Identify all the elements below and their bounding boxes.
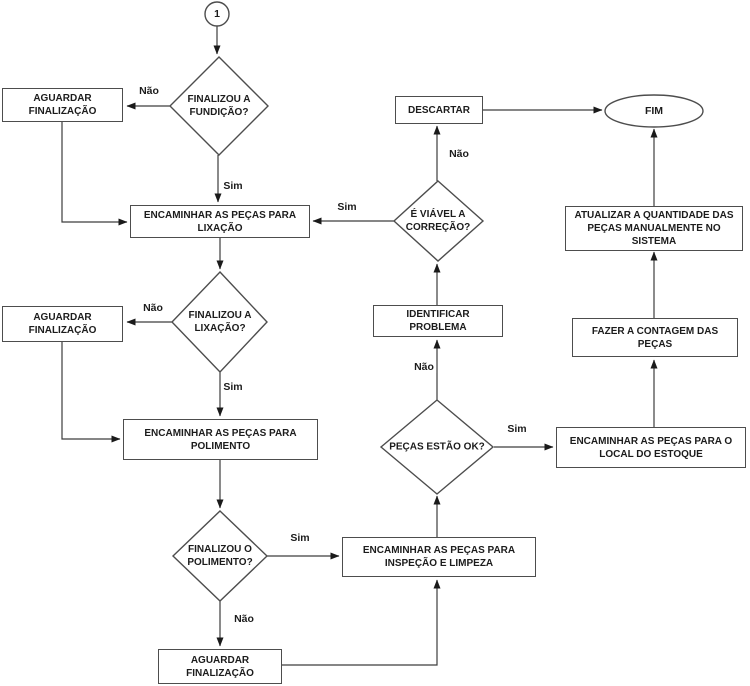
edge-label-polimento-nao: Não (232, 613, 256, 625)
edge-wait2-to-polimento (61, 342, 121, 443)
process-label-atualizar: ATUALIZAR A QUANTIDADE DAS PEÇAS MANUALM… (574, 210, 734, 247)
process-box-wait-2: AGUARDAR FINALIZAÇÃO (2, 306, 123, 342)
decision-correcao-label: É VIÁVEL A CORREÇÃO? (405, 209, 471, 233)
end-terminal-label: FIM (644, 105, 664, 117)
process-box-wait-1: AGUARDAR FINALIZAÇÃO (2, 88, 123, 122)
process-box-inspecao: ENCAMINHAR AS PEÇAS PARA INSPEÇÃO E LIMP… (342, 537, 536, 577)
start-label: 1 (214, 8, 220, 20)
process-box-lixacao: ENCAMINHAR AS PEÇAS PARA LIXAÇÃO (130, 205, 310, 238)
edge-label-fundicao-sim: Sim (221, 180, 245, 192)
decision-lixacao-label: FINALIZOU A LIXAÇÃO? (188, 310, 252, 334)
end-terminal-shape (604, 94, 704, 128)
edge-wait1-to-lixacao (61, 122, 128, 226)
edge-wait3-to-inspecao (282, 579, 441, 666)
process-box-polimento: ENCAMINHAR AS PEÇAS PARA POLIMENTO (123, 419, 318, 460)
process-box-contagem: FAZER A CONTAGEM DAS PEÇAS (572, 318, 738, 357)
decision-correcao-shape (392, 180, 485, 262)
decision-polimento-shape (171, 510, 269, 602)
edge-label-pecas-ok-sim: Sim (505, 423, 529, 435)
decision-fundicao-shape (169, 56, 269, 156)
edge-label-lixacao-sim: Sim (221, 381, 245, 393)
process-label-identificar: IDENTIFICAR PROBLEMA (406, 309, 470, 333)
process-label-wait-3: AGUARDAR FINALIZAÇÃO (186, 654, 254, 679)
process-label-lixacao: ENCAMINHAR AS PEÇAS PARA LIXAÇÃO (143, 209, 297, 234)
edge-label-correcao-nao: Não (447, 148, 471, 160)
edge-label-fundicao-nao: Não (137, 85, 161, 97)
process-label-wait-2: AGUARDAR FINALIZAÇÃO (28, 312, 97, 336)
decision-lixacao-shape (171, 270, 268, 374)
edge-label-pecas-ok-nao: Não (412, 361, 436, 373)
decision-fundicao-label: FINALIZOU A FUNDIÇÃO? (187, 94, 251, 118)
process-label-inspecao: ENCAMINHAR AS PEÇAS PARA INSPEÇÃO E LIMP… (362, 545, 516, 569)
process-label-contagem: FAZER A CONTAGEM DAS PEÇAS (591, 325, 719, 350)
process-box-estoque: ENCAMINHAR AS PEÇAS PARA O LOCAL DO ESTO… (556, 427, 746, 468)
process-label-estoque: ENCAMINHAR AS PEÇAS PARA O LOCAL DO ESTO… (569, 435, 733, 460)
decision-pecas-ok-label: PEÇAS ESTÃO OK? (389, 441, 485, 453)
process-box-descartar: DESCARTAR (395, 96, 483, 124)
process-box-atualizar: ATUALIZAR A QUANTIDADE DAS PEÇAS MANUALM… (565, 206, 743, 251)
decision-pecas-ok-shape (379, 399, 495, 495)
process-label-polimento: ENCAMINHAR AS PEÇAS PARA POLIMENTO (144, 427, 297, 452)
start-circle (204, 1, 230, 27)
process-label-descartar: DESCARTAR (407, 104, 471, 116)
edge-label-polimento-sim: Sim (288, 532, 312, 544)
process-box-identificar: IDENTIFICAR PROBLEMA (373, 305, 503, 337)
process-label-wait-1: AGUARDAR FINALIZAÇÃO (28, 93, 97, 117)
decision-polimento-label: FINALIZOU O POLIMENTO? (187, 544, 253, 568)
edge-label-lixacao-nao: Não (141, 302, 165, 314)
edge-label-correcao-sim: Sim (335, 201, 359, 213)
process-box-wait-3: AGUARDAR FINALIZAÇÃO (158, 649, 282, 684)
